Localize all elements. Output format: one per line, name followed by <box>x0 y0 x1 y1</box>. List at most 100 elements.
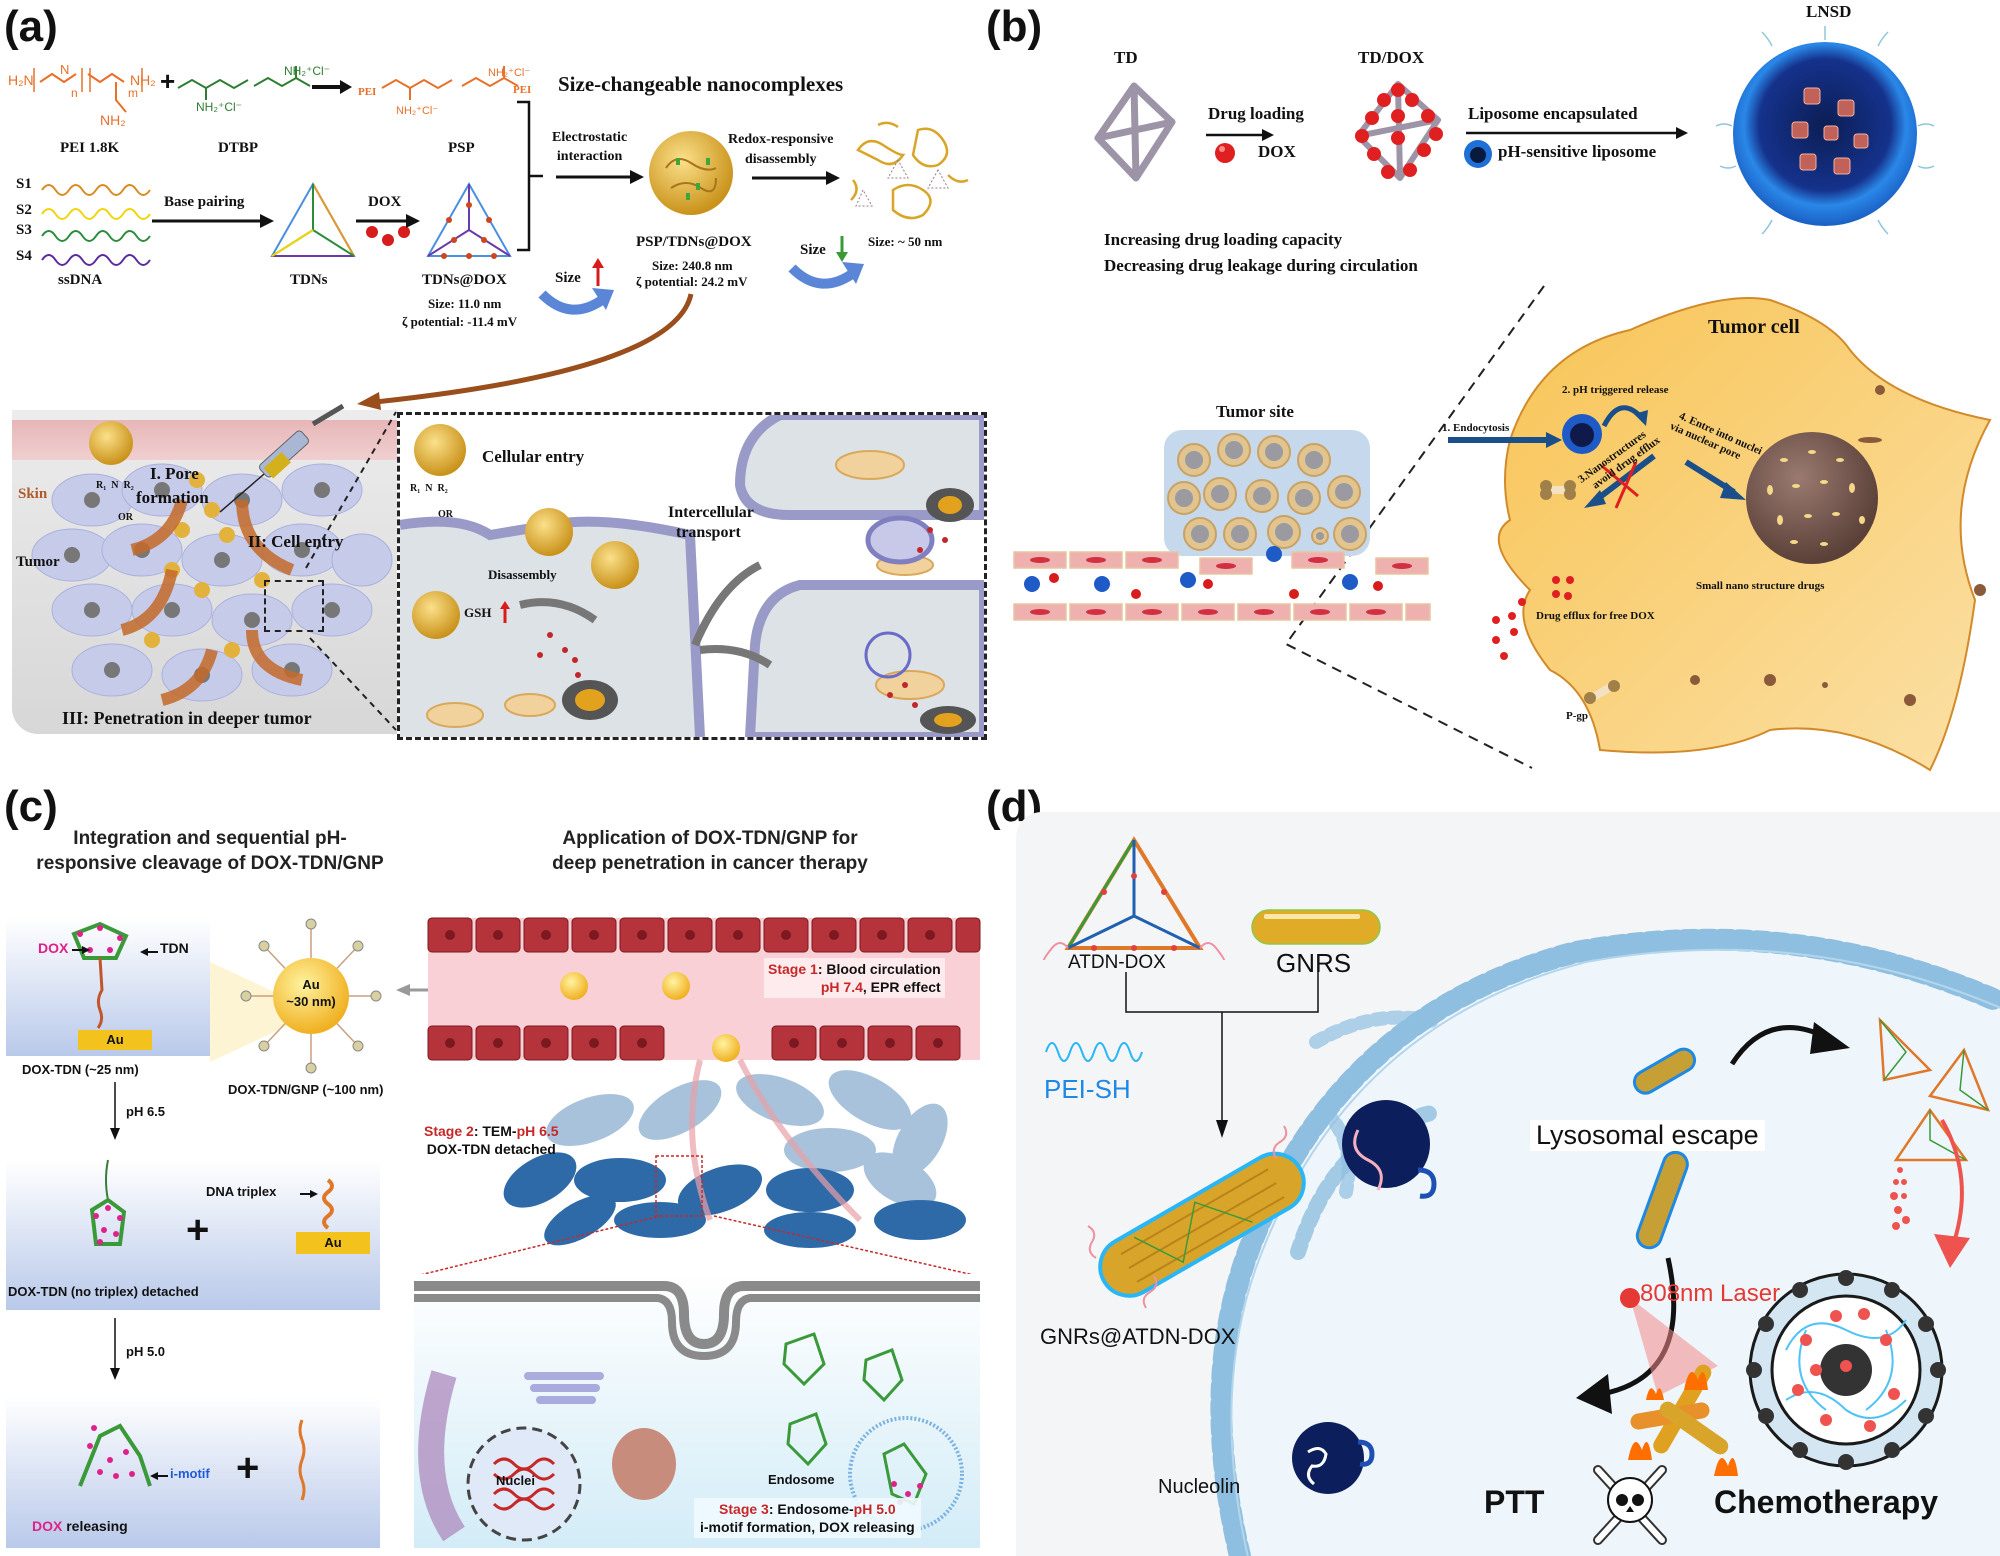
redox-line-2: disassembly <box>744 152 817 167</box>
c-right-title-line-1: Application of DOX-TDN/GNP for <box>562 828 858 849</box>
dna-triplex-arrow-icon <box>300 1190 318 1198</box>
au-surface-c: Au <box>78 1030 152 1050</box>
nucleolin-receptor-top-icon <box>1342 1100 1437 1199</box>
strand-label-s1: S1 <box>16 176 32 192</box>
pei-sh-label: PEI-SH <box>1044 1074 1131 1104</box>
stage1-label: Stage 1: Blood circulation pH 7.4, EPR e… <box>764 958 945 998</box>
tdn-no-triplex-icon <box>89 1159 127 1246</box>
pei-structure-icon <box>33 68 143 113</box>
arrow-up-red-icon <box>592 258 604 286</box>
psp-size: Size: 240.8 nm <box>652 258 733 273</box>
or-label-a: OR <box>118 512 133 523</box>
gnrs-atdn-dox-label: GNRs@ATDN-DOX <box>1040 1324 1236 1349</box>
au-surface-detached: Au <box>296 1232 370 1254</box>
stage3-desc: i-motif formation, DOX releasing <box>700 1519 915 1535</box>
tumor-cell-shape <box>1497 297 1992 772</box>
curved-blue-arrow-up-icon <box>538 288 614 315</box>
tdns-dox-tetrahedron-icon <box>426 181 512 259</box>
nuclear-entry-arrow-icon <box>1684 459 1746 500</box>
lysosome-rod-top-icon <box>1632 1047 1697 1095</box>
bracket-icon <box>517 100 543 252</box>
lysosomal-escape-text: Lysosomal escape <box>1536 1120 1759 1150</box>
electrostatic-line-2: interaction <box>556 149 623 164</box>
pei-n: n <box>71 86 78 100</box>
pgp-transporter-bottom-icon <box>1584 680 1620 704</box>
strand-label-s2: S2 <box>16 202 32 218</box>
nucleus-sphere-icon <box>1746 432 1878 564</box>
size-up-label: Size <box>555 270 581 286</box>
disassembly-label: Disassembly <box>488 567 557 582</box>
intercellular-line-1: Intercellular <box>668 504 754 521</box>
stage3-endosome: : Endosome- <box>768 1501 854 1517</box>
r2-label: R₂ <box>123 480 134 491</box>
step-2-ph-release: 2. pH triggered release <box>1562 384 1669 396</box>
td-dox-loaded-icon <box>1355 81 1443 181</box>
dtbp-name: DTBP <box>218 140 259 156</box>
au-nanoparticle-icon <box>240 918 382 1074</box>
disassembled-fragments-icon <box>850 121 969 220</box>
syringe-icon <box>219 403 345 513</box>
tdns-dox-label: TDNs@DOX <box>422 272 507 288</box>
pore-formation-label: I. Pore formation <box>136 462 209 510</box>
pei-formula-nh2-branch: NH₂ <box>100 112 126 128</box>
c-left-title: Integration and sequential pH- responsiv… <box>0 826 420 876</box>
nucleolin-label: Nucleolin <box>1158 1476 1241 1498</box>
liposome-arrow-icon <box>1466 127 1688 139</box>
atdn-dox-label: ATDN-DOX <box>1068 952 1166 973</box>
benefit-line-2: Decreasing drug leakage during circulati… <box>1104 256 1418 275</box>
dox-releasing-dox: DOX <box>32 1518 63 1534</box>
dox-release-dots <box>1890 1167 1910 1230</box>
ph65-label: pH 6.5 <box>126 1104 166 1119</box>
cell-interior-details-c <box>414 1281 980 1542</box>
brown-curved-arrow-icon <box>357 293 694 410</box>
dox-arrow-icon <box>356 214 420 228</box>
pei-formula-nh2: NH₂ <box>130 72 156 88</box>
zoom-region-box <box>264 580 324 632</box>
stage2-ph: pH 6.5 <box>516 1123 559 1139</box>
chemotherapy-label: Chemotherapy <box>1714 1484 1939 1520</box>
drug-loading-arrow-icon <box>1206 129 1274 141</box>
lnsd-nanoparticle-icon <box>1715 26 1935 235</box>
ssdna-strands-icon <box>41 184 151 266</box>
combine-bracket-icon <box>1125 972 1319 1138</box>
tumor-site-label: Tumor site <box>1216 402 1294 421</box>
au-surface-detached-label: Au <box>324 1235 342 1250</box>
plus-sign-c1: + <box>186 1208 210 1252</box>
stage1-ph: pH 7.4 <box>820 979 863 995</box>
lnsd-label: LNSD <box>1806 2 1852 21</box>
strand-label-s4: S4 <box>16 248 32 264</box>
redox-label: Redox-responsive disassembly <box>728 130 834 170</box>
ph65-down-arrow-icon <box>110 1082 120 1140</box>
gsh-arrow-up-icon <box>500 601 510 623</box>
stage2-desc: DOX-TDN detached <box>426 1141 556 1157</box>
base-pairing-label: Base pairing <box>164 194 245 210</box>
pei-sh-wave-icon <box>1045 1042 1143 1062</box>
imotif-label: i-motif <box>170 1466 210 1481</box>
intercellular-line-2: transport <box>676 524 741 541</box>
stage2-title: Stage 2 <box>424 1123 474 1139</box>
pgp-transporter-top-icon <box>1540 480 1576 500</box>
tdns-tetrahedron-icon <box>270 181 356 257</box>
au-particle-label: Au ~30 nm) <box>276 976 346 1010</box>
zoom-lines <box>305 411 397 731</box>
gsh-label: GSH <box>464 605 492 620</box>
c-right-title-line-2: deep penetration in cancer therapy <box>552 853 868 874</box>
ptt-label: PTT <box>1484 1484 1545 1520</box>
tumor-cells-cluster <box>31 463 393 706</box>
tumor-site-cells <box>1167 433 1367 551</box>
psp-pei-left: PEI <box>358 86 377 98</box>
tdns-label: TDNs <box>290 272 328 288</box>
intercellular-label: Intercellular transport <box>668 503 754 543</box>
tumor-label-a: Tumor <box>16 554 60 570</box>
r-groups-inset: R₁ N R₂ <box>410 483 448 494</box>
gnrs-label: GNRS <box>1276 948 1352 978</box>
vessel-wall-cells-c <box>427 917 981 1062</box>
pore-formation-line-2: formation <box>136 488 209 507</box>
gnrs-atdn-dox-rod-icon <box>1087 1125 1306 1309</box>
or-label-inset: OR <box>438 509 453 520</box>
ph-liposome-icon <box>1464 140 1492 168</box>
detached-label: DOX-TDN (no triplex) detached <box>8 1284 199 1299</box>
ssdna-label: ssDNA <box>58 272 103 288</box>
psp-name: PSP <box>448 140 475 156</box>
curved-blue-arrow-down-icon <box>788 262 864 289</box>
